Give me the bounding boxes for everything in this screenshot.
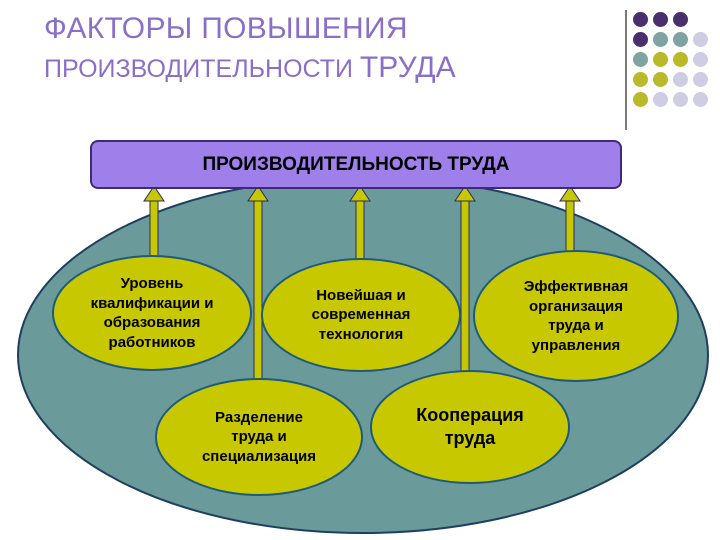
dot-lavender-icon bbox=[693, 92, 708, 107]
factor-organization: Эффективная организация труда и управлен… bbox=[473, 250, 679, 382]
dot-purple-icon bbox=[673, 12, 688, 27]
factor-division-of-labor: Разделение труда и специализация bbox=[155, 378, 363, 496]
dot-lavender-icon bbox=[673, 92, 688, 107]
dot-olive-icon bbox=[653, 72, 668, 87]
dot-olive-icon bbox=[633, 72, 648, 87]
dot-lavender-icon bbox=[693, 52, 708, 67]
dot-teal-icon bbox=[633, 52, 648, 67]
dot-teal-icon bbox=[653, 32, 668, 47]
title-line-2: ПРОИЗВОДИТЕЛЬНОСТИ ТРУДА bbox=[44, 51, 564, 86]
title-line-2-text: ПРОИЗВОДИТЕЛЬНОСТИ bbox=[44, 54, 360, 83]
dot-teal-icon bbox=[673, 32, 688, 47]
central-concept-box: ПРОИЗВОДИТЕЛЬНОСТЬ ТРУДА bbox=[90, 140, 622, 189]
decorative-divider bbox=[625, 10, 627, 130]
title-line-2-emphasis: ТРУДА bbox=[359, 50, 456, 84]
dot-lavender-icon bbox=[693, 72, 708, 87]
factor-cooperation: Кооперация труда bbox=[370, 370, 570, 484]
arrow-3 bbox=[349, 185, 371, 265]
dot-lavender-icon bbox=[653, 92, 668, 107]
dot-lavender-icon bbox=[693, 32, 708, 47]
dot-purple-icon bbox=[653, 12, 668, 27]
factor-technology: Новейшая и современная технология bbox=[261, 258, 461, 372]
title-line-1: ФАКТОРЫ ПОВЫШЕНИЯ bbox=[44, 12, 408, 45]
dot-olive-icon bbox=[633, 92, 648, 107]
slide-title: ФАКТОРЫ ПОВЫШЕНИЯ ПРОИЗВОДИТЕЛЬНОСТИ ТРУ… bbox=[44, 12, 564, 85]
dot-lavender-icon bbox=[673, 72, 688, 87]
dot-olive-icon bbox=[653, 52, 668, 67]
dot-purple-icon bbox=[633, 12, 648, 27]
factor-qualification: Уровень квалификации и образования работ… bbox=[52, 255, 252, 371]
dot-olive-icon bbox=[673, 52, 688, 67]
arrow-1 bbox=[143, 185, 165, 271]
dot-purple-icon bbox=[633, 32, 648, 47]
